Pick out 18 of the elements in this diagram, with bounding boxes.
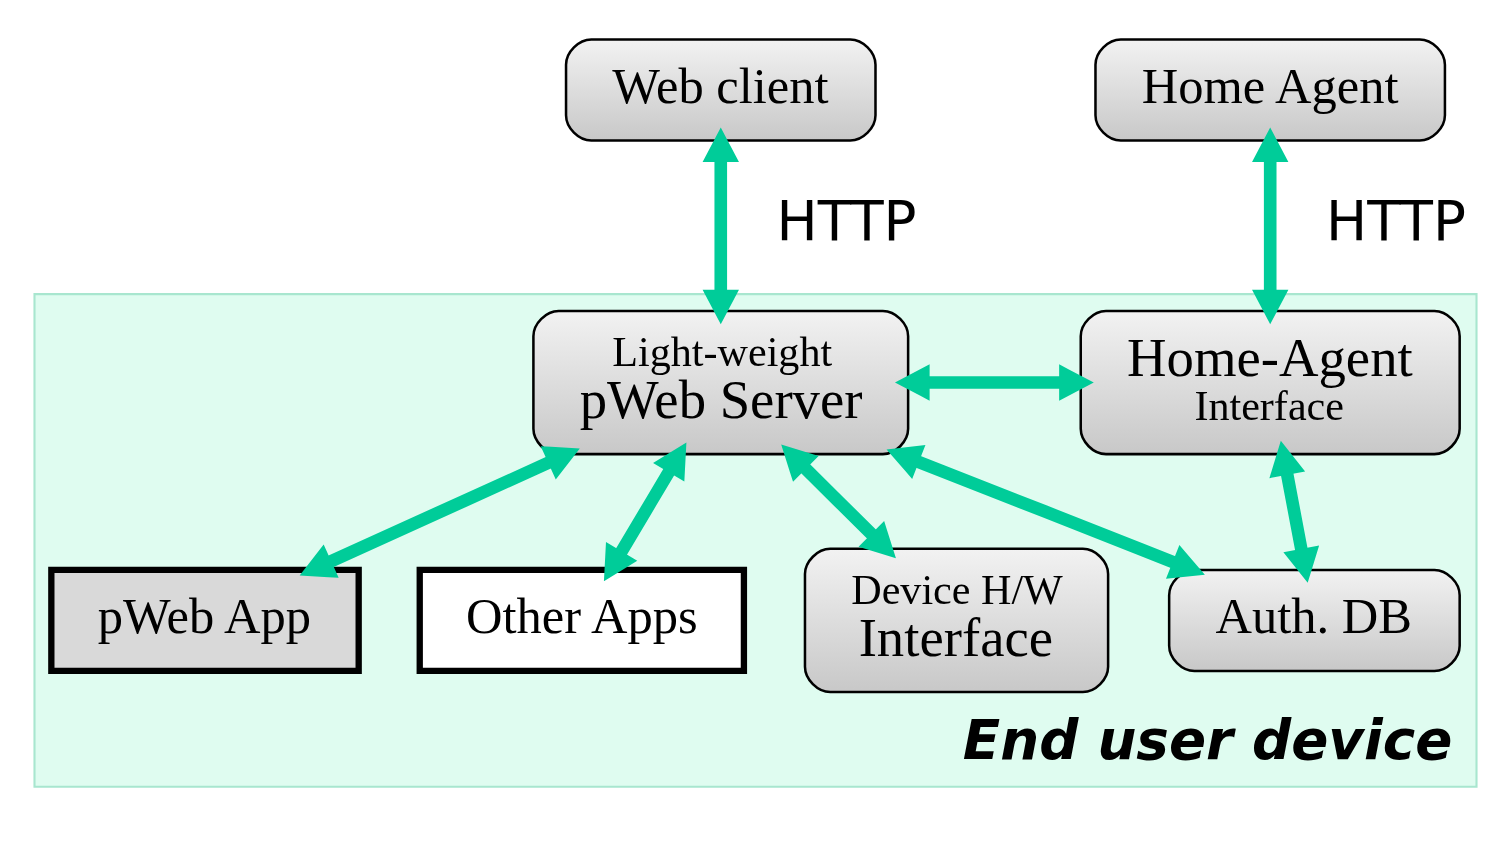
node-box: Other Apps xyxy=(416,566,747,675)
node-box: pWeb App xyxy=(47,566,362,675)
arrow xyxy=(894,364,1094,401)
arrow xyxy=(299,446,580,578)
node-box: Home Agent xyxy=(1093,38,1446,142)
node-box: Web client xyxy=(564,38,877,142)
edge-label: HTTP xyxy=(1325,189,1466,254)
arrow xyxy=(886,445,1205,579)
node-box: Auth. DB xyxy=(1167,568,1461,673)
arrow xyxy=(1268,440,1319,583)
arrow xyxy=(1251,127,1288,325)
arrow xyxy=(702,127,739,325)
node-box: Light-weight pWeb Server xyxy=(531,309,909,456)
edge-label: HTTP xyxy=(776,189,917,254)
arrow xyxy=(780,444,896,559)
node-box: Device H/W Interface xyxy=(803,547,1109,694)
arrow xyxy=(603,442,686,582)
node-box: Home-Agent Interface xyxy=(1078,309,1461,456)
